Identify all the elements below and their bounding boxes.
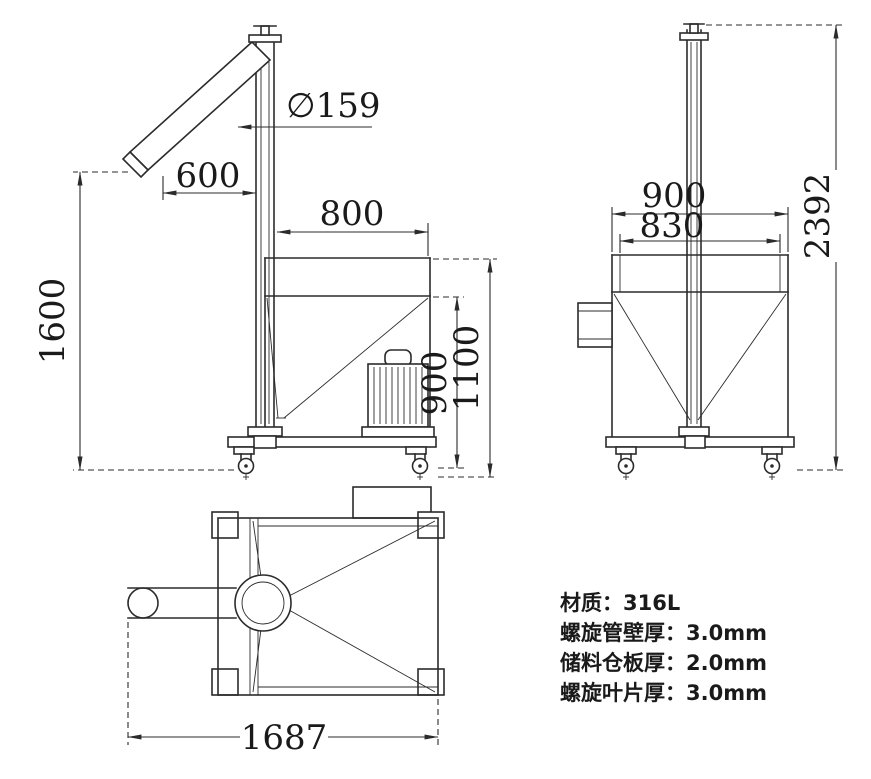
side-base-frame	[605, 426, 795, 455]
specs-block: 材质：316L 螺旋管壁厚：3.0mm 储料仓板厚：2.0mm 螺旋叶片厚：3.…	[560, 591, 767, 705]
front-casters	[237, 453, 429, 480]
spec-material: 材质：316L	[560, 591, 680, 615]
dim-label-830: 830	[640, 206, 705, 246]
top-outlet-tube	[127, 587, 237, 619]
side-screw-tube	[679, 23, 709, 438]
dim-label-800: 800	[320, 194, 385, 234]
dim-pipe-diameter: ∅159	[237, 86, 381, 130]
dim-overall-length: 1687	[127, 622, 439, 758]
side-casters	[617, 453, 781, 480]
dim-hopper-inner-width: 830	[619, 206, 781, 253]
dim-label-1100: 1100	[447, 325, 487, 412]
dim-inlet-height: 1100	[433, 258, 497, 478]
dim-label-diameter: ∅159	[286, 86, 381, 126]
dim-label-2392: 2392	[798, 173, 838, 260]
spec-blade-thickness: 螺旋叶片厚：3.0mm	[560, 681, 767, 705]
top-screw-housing	[234, 574, 292, 632]
front-hopper	[264, 257, 431, 438]
front-motor	[361, 349, 435, 438]
top-corner-pads	[211, 511, 445, 696]
dim-total-height: 2392	[706, 24, 845, 471]
dim-hopper-outer-width: 900	[611, 176, 789, 252]
dim-label-1600: 1600	[33, 278, 73, 365]
side-outlet-stub	[577, 302, 613, 348]
front-tube-top-cap	[248, 25, 282, 43]
side-view: 900 830 2392	[577, 23, 845, 480]
spec-tube-wall-thickness: 螺旋管壁厚：3.0mm	[560, 621, 767, 645]
dim-label-1687: 1687	[241, 718, 328, 758]
front-base-frame	[227, 426, 437, 455]
spec-bin-plate-thickness: 储料仓板厚：2.0mm	[560, 651, 767, 675]
dim-label-900-front: 900	[415, 351, 455, 416]
front-discharge-spout	[121, 40, 272, 179]
side-hopper	[611, 254, 789, 438]
top-view: 1687	[127, 486, 445, 758]
dim-frame-height: 1600	[33, 171, 234, 471]
dim-hopper-height: 900	[415, 296, 464, 469]
dim-label-600: 600	[176, 156, 241, 196]
front-view: ∅159 600 800 1600 900 1100	[33, 25, 497, 480]
dim-label-900-side: 900	[642, 176, 707, 216]
dim-spout-reach: 600	[162, 156, 257, 200]
dim-hopper-width: 800	[276, 194, 429, 256]
